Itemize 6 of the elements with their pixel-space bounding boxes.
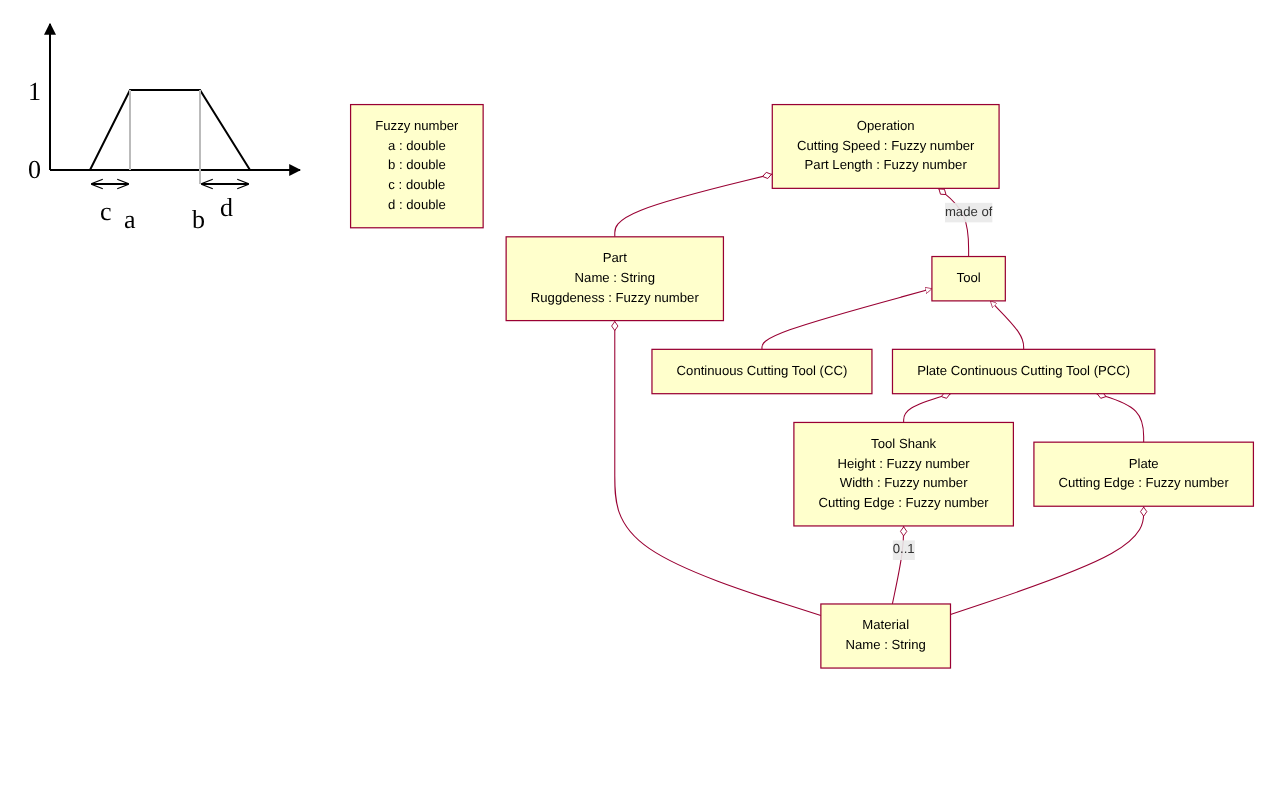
axis-label: 1 bbox=[28, 76, 41, 106]
parameter-label: c bbox=[100, 196, 112, 226]
axis-label: 0 bbox=[28, 154, 41, 184]
parameter-label: b bbox=[192, 204, 205, 234]
parameter-label: a bbox=[124, 204, 136, 234]
parameter-label: d bbox=[220, 192, 233, 222]
